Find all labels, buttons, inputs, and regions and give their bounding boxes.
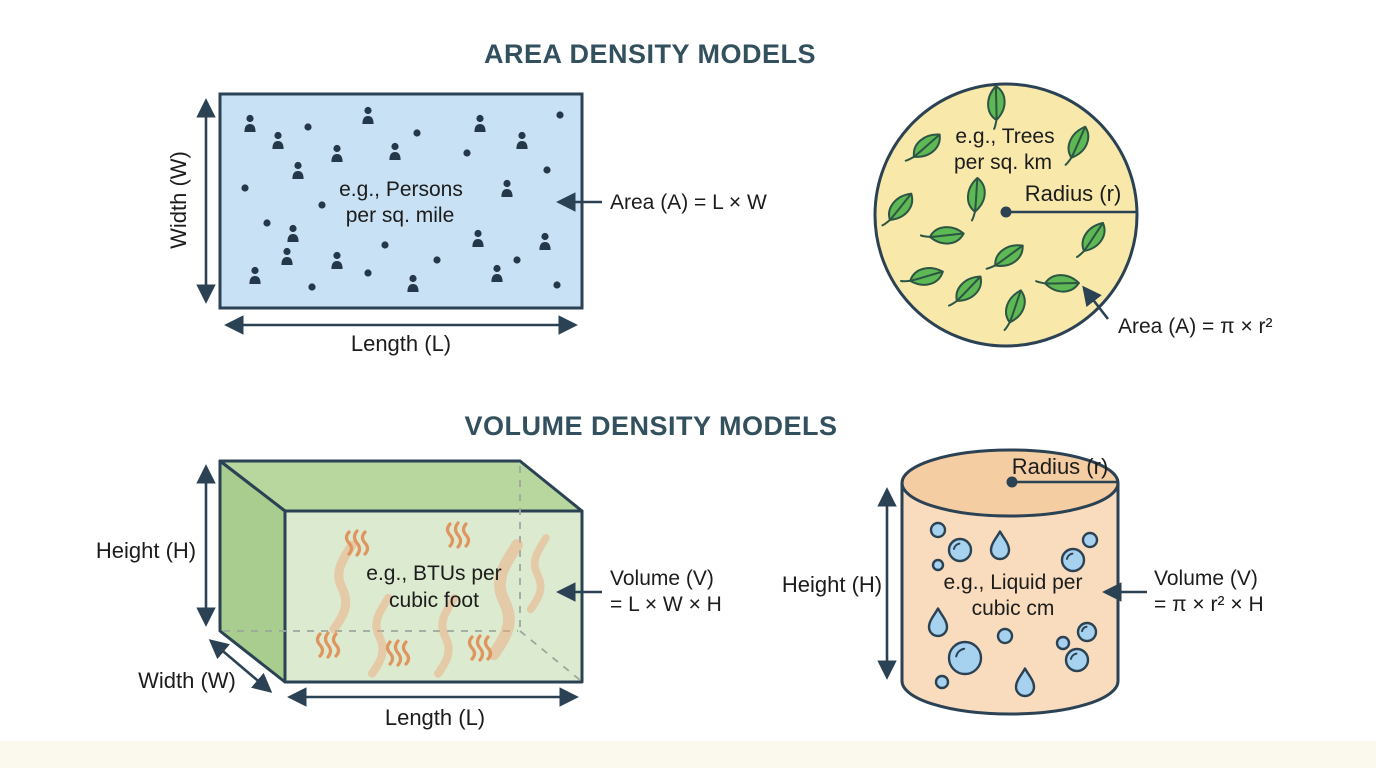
dot-icon bbox=[308, 283, 316, 291]
dot-icon bbox=[556, 111, 564, 119]
dot-icon bbox=[263, 219, 271, 227]
bubble-icon bbox=[931, 558, 945, 572]
area-rectangle-model: e.g., Persons per sq. mile Width (W) Len… bbox=[166, 92, 767, 356]
volume-box-model: e.g., BTUs per cubic foot Height (H) Wid… bbox=[96, 459, 722, 730]
circle-area-formula: Area (A) = π × r² bbox=[1118, 315, 1273, 338]
bubble-icon bbox=[947, 537, 973, 563]
dot-icon bbox=[553, 281, 561, 289]
rectangle-example-line2: per sq. mile bbox=[346, 204, 455, 227]
bubble-icon bbox=[931, 558, 945, 572]
cylinder-radius-label: Radius (r) bbox=[1012, 454, 1109, 479]
cylinder-center-dot bbox=[1006, 476, 1018, 488]
dot-icon bbox=[463, 149, 471, 157]
bubble-shine bbox=[1065, 552, 1074, 560]
area-rectangle-shape bbox=[218, 92, 584, 310]
rectangle-length-label: Length (L) bbox=[351, 331, 451, 356]
box-example-line1: e.g., BTUs per bbox=[366, 562, 501, 585]
bubble-icon bbox=[996, 627, 1014, 645]
circle-radius-label: Radius (r) bbox=[1025, 181, 1122, 206]
volume-cylinder-model: e.g., Liquid per cubic cm Radius (r) Hei… bbox=[782, 448, 1264, 716]
bubble-icon bbox=[947, 537, 973, 563]
bubble-icon bbox=[929, 521, 947, 539]
box-volume-formula-line2: = L × W × H bbox=[610, 593, 722, 616]
rectangle-example-line1: e.g., Persons bbox=[339, 178, 463, 201]
cylinder-example-line1: e.g., Liquid per bbox=[944, 571, 1083, 594]
circle-formula-arrow bbox=[1082, 285, 1110, 320]
rectangle-area-formula: Area (A) = L × W bbox=[610, 191, 767, 214]
bubble-icon bbox=[1055, 635, 1071, 651]
cylinder-volume-formula-line2: = π × r² × H bbox=[1154, 593, 1264, 616]
dot-icon bbox=[364, 269, 372, 277]
box-example-line2: cubic foot bbox=[389, 589, 479, 612]
bubble-scatter bbox=[927, 521, 1099, 698]
bubble-icon bbox=[1055, 635, 1071, 651]
bubble-icon bbox=[1064, 647, 1090, 673]
rectangle-width-label: Width (W) bbox=[166, 151, 191, 249]
dot-icon bbox=[318, 201, 326, 209]
box-length-label: Length (L) bbox=[385, 705, 485, 730]
bubble-icon bbox=[934, 674, 950, 690]
circle-center-dot bbox=[1000, 206, 1012, 218]
circle-example-line1: e.g., Trees bbox=[955, 125, 1054, 148]
bubble-icon bbox=[1060, 547, 1086, 573]
bubble-shine bbox=[1081, 625, 1088, 633]
area-section-title: AREA DENSITY MODELS bbox=[484, 39, 816, 69]
bubble-shine bbox=[952, 542, 961, 550]
box-volume-formula-line1: Volume (V) bbox=[610, 567, 714, 590]
bubble-icon bbox=[1076, 621, 1098, 643]
box-width-dimension-arrow bbox=[208, 639, 273, 693]
footer-band bbox=[0, 741, 1376, 768]
bubble-icon bbox=[947, 640, 983, 676]
box-width-label: Width (W) bbox=[138, 668, 236, 693]
dot-icon bbox=[513, 256, 521, 264]
bubble-icon bbox=[934, 674, 950, 690]
dot-icon bbox=[241, 184, 249, 192]
bubble-icon bbox=[1064, 647, 1090, 673]
bubble-shine bbox=[955, 647, 966, 658]
box-height-label: Height (H) bbox=[96, 538, 196, 563]
bubble-icon bbox=[1081, 531, 1099, 549]
cylinder-volume-formula-line1: Volume (V) bbox=[1154, 567, 1258, 590]
bubble-icon bbox=[929, 521, 947, 539]
bubble-icon bbox=[1060, 547, 1086, 573]
area-circle-model: e.g., Trees per sq. km Radius (r) Area (… bbox=[873, 82, 1273, 348]
bubble-shine bbox=[1069, 652, 1078, 660]
cylinder-height-label: Height (H) bbox=[782, 572, 882, 597]
circle-example-line2: per sq. km bbox=[954, 151, 1052, 174]
cylinder-example-line2: cubic cm bbox=[972, 597, 1055, 620]
dot-icon bbox=[543, 166, 551, 174]
bubble-icon bbox=[1076, 621, 1098, 643]
dot-icon bbox=[433, 256, 441, 264]
bubble-icon bbox=[947, 640, 983, 676]
bubble-icon bbox=[996, 627, 1014, 645]
dot-icon bbox=[381, 241, 389, 249]
volume-section-title: VOLUME DENSITY MODELS bbox=[464, 411, 837, 441]
bubble-icon bbox=[1081, 531, 1099, 549]
dot-icon bbox=[304, 123, 312, 131]
dot-icon bbox=[413, 129, 421, 137]
